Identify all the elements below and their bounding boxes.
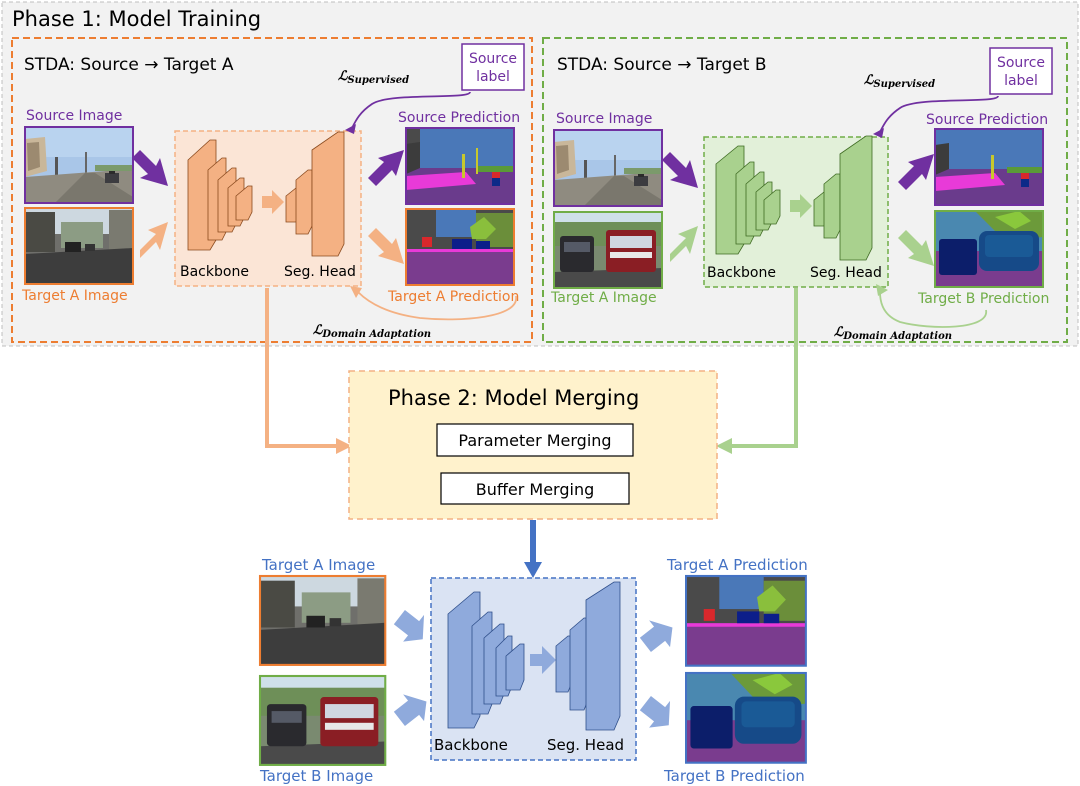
panel-a-supervised-curve bbox=[351, 91, 471, 129]
panel-a-mid-arrow bbox=[262, 190, 284, 214]
inference-target-b-prediction-label: Target B Prediction bbox=[663, 767, 805, 785]
panel-b-supervised-curve bbox=[879, 95, 999, 133]
panel-b-title: STDA: Source → Target B bbox=[557, 55, 767, 75]
panel-a-da-arrowhead bbox=[350, 286, 362, 298]
panel-b-da-arrowhead bbox=[876, 284, 888, 296]
panel-a-seghead-blocks bbox=[285, 131, 345, 257]
panel-a-arrow-source-in bbox=[132, 150, 168, 186]
inference-backbone-label: Backbone bbox=[434, 736, 508, 754]
inference-backbone-blocks bbox=[447, 591, 525, 729]
panel-b-source-prediction-label: Source Prediction bbox=[926, 112, 1048, 128]
inference-arrow-b-out bbox=[639, 696, 671, 728]
merge-down-arrow-shaft bbox=[530, 520, 536, 564]
inference-arrow-a-out bbox=[639, 620, 673, 652]
panel-a-target-image-label: Target A Image bbox=[21, 288, 128, 304]
panel-b-arrow-source-out bbox=[898, 154, 934, 190]
panel-a-source-prediction-label: Source Prediction bbox=[398, 110, 520, 126]
inference-target-a-prediction bbox=[685, 574, 807, 667]
inference-arrow-a-in bbox=[393, 610, 425, 642]
inference-target-a-prediction-label: Target A Prediction bbox=[666, 556, 808, 574]
inference-mid-arrow bbox=[530, 646, 556, 674]
inference-seghead-blocks bbox=[555, 581, 621, 731]
panel-a-source-image bbox=[24, 126, 134, 204]
panel-b-arrow-target-in bbox=[670, 226, 698, 262]
panel-b-source-image bbox=[553, 129, 663, 207]
panel-b-arrow-source-in bbox=[662, 152, 698, 188]
panel-a-target-image bbox=[24, 207, 134, 285]
panel-a-arrow-source-out bbox=[368, 150, 404, 186]
panel-b-border bbox=[542, 37, 1068, 343]
panel-a-source-prediction bbox=[405, 127, 515, 205]
panel-b-source-prediction bbox=[934, 128, 1044, 206]
panel-a-backbone-label: Backbone bbox=[180, 264, 249, 280]
panel-a-title: STDA: Source → Target A bbox=[24, 55, 234, 75]
buffer-merging-label: Buffer Merging bbox=[476, 480, 595, 499]
panel-a-loss-da: ℒDomain Adaptation bbox=[313, 323, 431, 340]
inference-target-b-image bbox=[258, 674, 387, 766]
panel-b-arrow-target-out bbox=[898, 230, 934, 266]
connector-a-arrowhead bbox=[336, 438, 352, 454]
phase2-title: Phase 2: Model Merging bbox=[388, 386, 639, 410]
inference-target-b-prediction bbox=[685, 671, 807, 764]
panel-a-source-label-line1: Source bbox=[469, 51, 517, 67]
panel-b-target-prediction bbox=[934, 210, 1044, 288]
panel-a-supervised-arrowhead bbox=[345, 124, 356, 134]
panel-b-backbone-label: Backbone bbox=[707, 265, 776, 281]
parameter-merging-label: Parameter Merging bbox=[458, 431, 611, 450]
panel-a-arrow-target-in bbox=[140, 222, 168, 258]
panel-b-source-label-line1: Source bbox=[997, 55, 1045, 71]
panel-a-source-image-label: Source Image bbox=[26, 108, 122, 124]
inference-target-a-image-label: Target A Image bbox=[261, 556, 375, 574]
panel-b-source-label-box bbox=[989, 47, 1053, 95]
panel-b-target-image-label: Target A Image bbox=[550, 290, 657, 306]
phase1-title: Phase 1: Model Training bbox=[12, 7, 261, 31]
inference-arrow-b-in bbox=[393, 694, 427, 726]
panel-b-loss-da: ℒDomain Adaptation bbox=[834, 325, 952, 342]
panel-a-source-label-box bbox=[461, 43, 525, 91]
inference-target-b-image-label: Target B Image bbox=[259, 767, 373, 785]
panel-b-seghead-blocks bbox=[813, 135, 873, 261]
panel-b-target-image bbox=[553, 211, 663, 289]
inference-target-a-image bbox=[258, 574, 387, 666]
panel-a-backbone-blocks bbox=[187, 139, 253, 251]
panel-a-seghead-label: Seg. Head bbox=[284, 264, 356, 280]
panel-a-arrow-target-out bbox=[368, 228, 404, 264]
panel-b-target-prediction-label: Target B Prediction bbox=[917, 291, 1049, 307]
panel-a-source-label-line2: label bbox=[476, 69, 510, 85]
panel-b-supervised-arrowhead bbox=[873, 128, 884, 138]
merge-down-arrow-head bbox=[524, 562, 542, 578]
panel-a-target-prediction bbox=[405, 208, 515, 286]
panel-a-loss-supervised: ℒSupervised bbox=[338, 69, 409, 86]
panel-b-backbone-blocks bbox=[715, 145, 781, 255]
connector-b-arrowhead bbox=[716, 438, 732, 454]
connector-a-to-merge bbox=[265, 288, 338, 448]
panel-b-loss-supervised: ℒSupervised bbox=[864, 73, 935, 90]
connector-b-to-merge bbox=[730, 288, 798, 448]
inference-seghead-label: Seg. Head bbox=[547, 736, 624, 754]
panel-a-da-curve bbox=[357, 291, 517, 321]
panel-b-da-curve bbox=[879, 291, 987, 328]
parameter-merging-box bbox=[436, 423, 634, 457]
panel-a-target-prediction-label: Target A Prediction bbox=[387, 289, 519, 305]
panel-b-source-image-label: Source Image bbox=[556, 111, 652, 127]
panel-b-mid-arrow bbox=[790, 194, 812, 218]
panel-a-border bbox=[11, 37, 533, 343]
buffer-merging-box bbox=[440, 472, 630, 505]
panel-b-source-label-line2: label bbox=[1004, 73, 1038, 89]
panel-b-seghead-label: Seg. Head bbox=[810, 265, 882, 281]
